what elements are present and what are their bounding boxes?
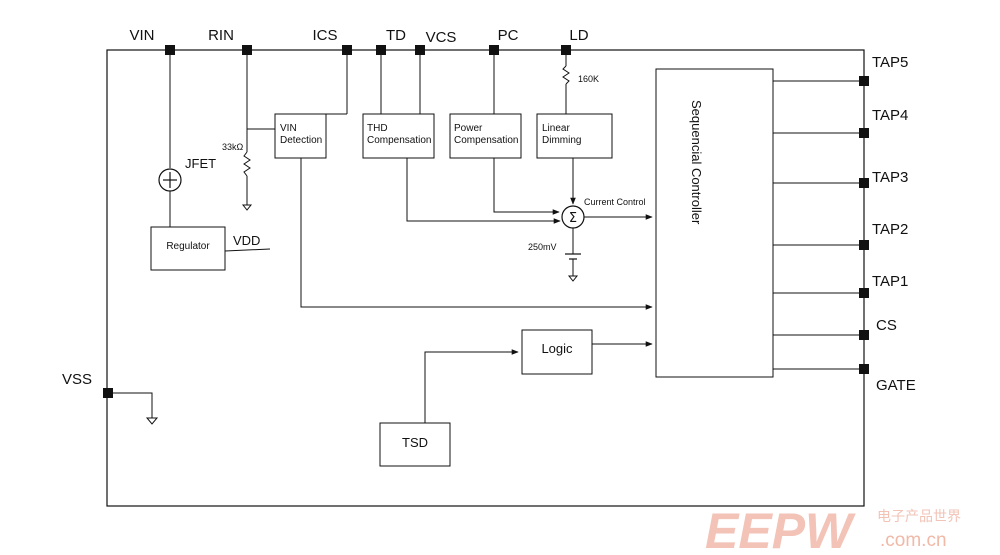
vss-ground-icon bbox=[145, 417, 159, 425]
thd-to-sum-arrow bbox=[406, 158, 561, 224]
power-compensation-block bbox=[449, 113, 522, 159]
pin-tap5-label: TAP5 bbox=[872, 54, 908, 71]
thd-compensation-block bbox=[362, 113, 435, 159]
pin-gate-label: GATE bbox=[876, 377, 916, 394]
power-compensation-label-2: Compensation bbox=[454, 135, 518, 146]
tsd-to-logic-arrow bbox=[424, 349, 519, 423]
pin-tap3-label: TAP3 bbox=[872, 169, 908, 186]
pin-ics-label: ICS bbox=[312, 27, 337, 44]
sequencial-controller-block bbox=[655, 68, 774, 378]
pin-tap1-square bbox=[859, 288, 869, 298]
pin-ld-square bbox=[561, 45, 571, 55]
thd-compensation-label-2: Compensation bbox=[367, 135, 431, 146]
resistor-33k-label: 33kΩ bbox=[222, 142, 244, 152]
logic-block bbox=[521, 329, 593, 375]
watermark-chinese: 电子产品世界 bbox=[877, 509, 961, 525]
pin-td-square bbox=[376, 45, 386, 55]
pin-cs-label: CS bbox=[876, 317, 897, 334]
summing-symbol: Σ bbox=[569, 211, 577, 226]
chip-outline bbox=[106, 49, 865, 507]
vin-detection-label-1: VIN bbox=[280, 123, 297, 134]
vdd-label: VDD bbox=[233, 233, 260, 248]
pin-vin-square bbox=[165, 45, 175, 55]
vin-detect-to-controller-arrow bbox=[300, 158, 653, 310]
linear-dimming-label-1: Linear bbox=[542, 123, 570, 134]
thd-compensation-label-1: THD bbox=[367, 123, 388, 134]
regulator-block bbox=[150, 226, 226, 271]
tsd-label: TSD bbox=[402, 435, 428, 450]
vss-wire bbox=[113, 392, 153, 418]
jfet-label: JFET bbox=[185, 156, 216, 171]
pin-tap2-label: TAP2 bbox=[872, 221, 908, 238]
linear-dimming-block bbox=[536, 113, 613, 159]
watermark-url: .com.cn bbox=[880, 530, 947, 551]
pin-vcs-label: VCS bbox=[426, 29, 457, 46]
pin-cs-square bbox=[859, 330, 869, 340]
ref-250mv-label: 250mV bbox=[528, 242, 557, 252]
regulator-label: Regulator bbox=[166, 241, 210, 252]
pin-ics-square bbox=[342, 45, 352, 55]
pin-vss-square bbox=[103, 388, 113, 398]
battery-ground-icon bbox=[567, 275, 579, 282]
pin-vcs-square bbox=[415, 45, 425, 55]
resistor-160k-label: 160K bbox=[578, 74, 599, 84]
vin-detection-label-2: Detection bbox=[280, 135, 322, 146]
vdd-wire bbox=[224, 248, 271, 252]
eepw-watermark-logo: EEPW 电子产品世界 .com.cn bbox=[705, 503, 961, 555]
pin-vss-label: VSS bbox=[62, 371, 92, 388]
current-control-label: Current Control bbox=[584, 197, 646, 207]
pin-pc-label: PC bbox=[498, 27, 519, 44]
resistor-33k-icon bbox=[243, 151, 251, 177]
resistor-ground-icon bbox=[241, 204, 253, 211]
pin-tap4-label: TAP4 bbox=[872, 107, 908, 124]
pin-tap1-label: TAP1 bbox=[872, 273, 908, 290]
pin-pc-square bbox=[489, 45, 499, 55]
resistor-160k-icon bbox=[562, 65, 570, 85]
pin-rin-square bbox=[242, 45, 252, 55]
pin-tap2-square bbox=[859, 240, 869, 250]
logic-label: Logic bbox=[541, 341, 573, 356]
pin-gate-square bbox=[859, 364, 869, 374]
power-compensation-label-1: Power bbox=[454, 123, 483, 134]
linear-dimming-label-2: Dimming bbox=[542, 135, 581, 146]
power-to-sum-arrow bbox=[493, 158, 560, 215]
watermark-letters: EEPW bbox=[705, 503, 856, 555]
sequencial-controller-label: Sequencial Controller bbox=[689, 100, 704, 225]
pin-tap5-square bbox=[859, 76, 869, 86]
pin-rin-label: RIN bbox=[208, 27, 234, 44]
pin-tap3-square bbox=[859, 178, 869, 188]
pin-ld-label: LD bbox=[569, 27, 588, 44]
pin-vin-label: VIN bbox=[129, 27, 154, 44]
pin-td-label: TD bbox=[386, 27, 406, 44]
pin-tap4-square bbox=[859, 128, 869, 138]
tsd-block bbox=[379, 422, 451, 467]
